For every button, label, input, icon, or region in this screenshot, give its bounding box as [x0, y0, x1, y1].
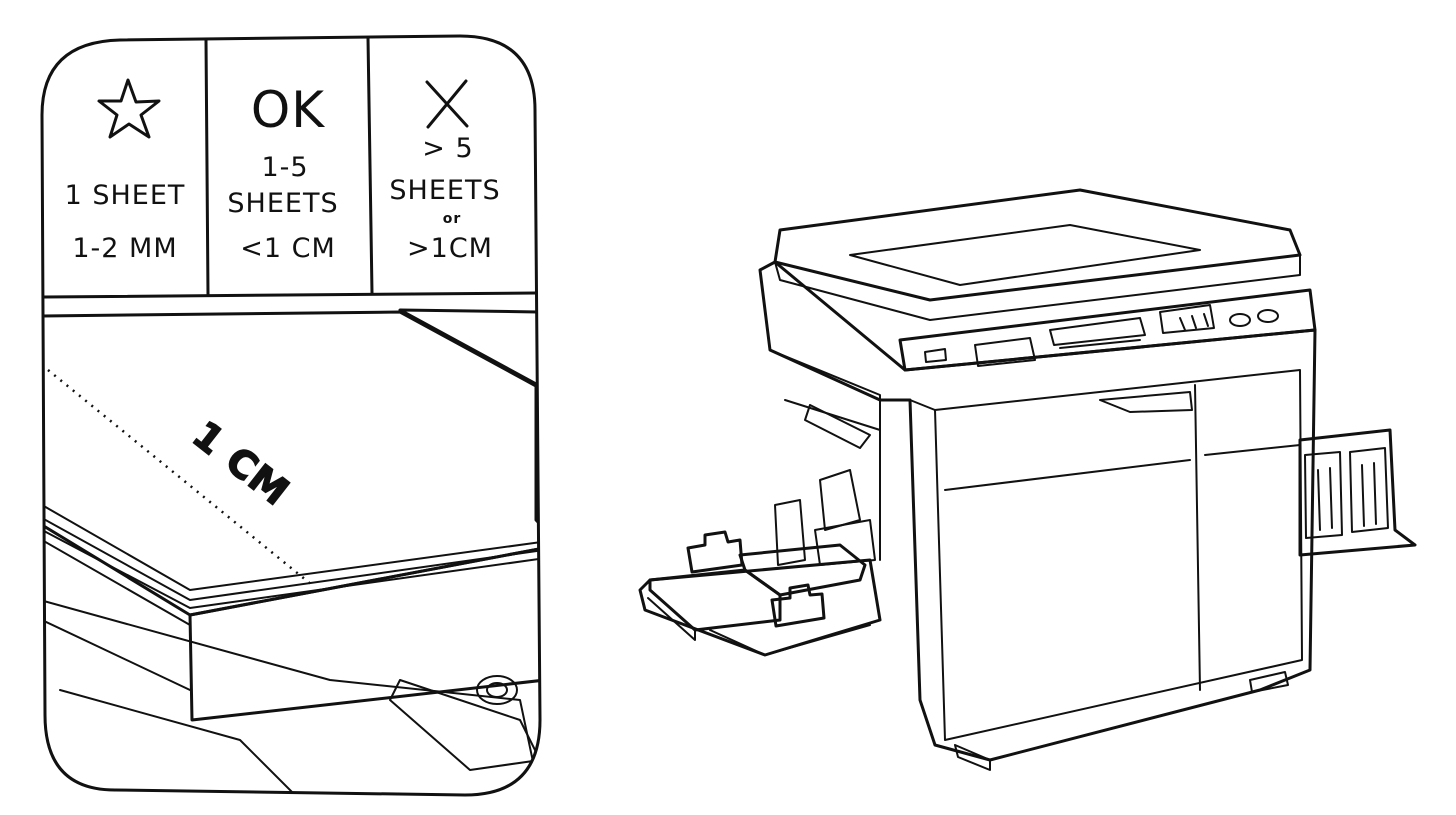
legend-bad-line-3: or	[443, 211, 462, 227]
one-cm-guide-line	[47, 369, 313, 586]
scanner-lid	[773, 188, 1302, 302]
x-mark-icon	[425, 79, 469, 129]
paper-stack	[42, 310, 540, 617]
feed-tray	[638, 530, 882, 657]
legend-bad-line-1: > 5	[422, 133, 473, 164]
legend-bad-line-2: SHEETS	[389, 175, 500, 206]
printer-illustration	[638, 188, 1417, 771]
left-paper-guide	[686, 530, 744, 574]
feed-sheet-blue	[398, 308, 540, 387]
control-panel	[898, 288, 1317, 372]
legend-ok-line-1: 1-5	[261, 152, 308, 183]
star-icon	[97, 78, 161, 139]
legend-ok-heading: OK	[251, 81, 325, 139]
printer-body	[758, 260, 1317, 762]
legend-bad-line-4: >1CM	[407, 233, 493, 264]
right-paper-guide	[770, 583, 826, 628]
output-tray	[1298, 428, 1417, 557]
legend-ok-line-3: <1 CM	[240, 233, 336, 264]
tray-height-label: 1 CM	[184, 412, 297, 514]
legend-best-line-1: 1 SHEET	[65, 180, 186, 211]
legend-ok-line-2: SHEETS	[227, 188, 338, 219]
legend-column-ok: OK 1-5 SHEETS <1 CM	[227, 81, 338, 264]
legend-table	[42, 36, 538, 299]
legend-column-bad: > 5 SHEETS or >1CM	[389, 79, 500, 264]
closeup-panel: 1 SHEET 1-2 MM OK 1-5 SHEETS <1 CM > 5 S…	[40, 34, 542, 797]
tray-closeup	[42, 308, 540, 795]
tray-paper-stack	[648, 568, 782, 632]
legend-column-best: 1 SHEET 1-2 MM	[65, 78, 186, 264]
tray-front	[188, 543, 540, 722]
legend-best-line-2: 1-2 MM	[72, 233, 177, 264]
